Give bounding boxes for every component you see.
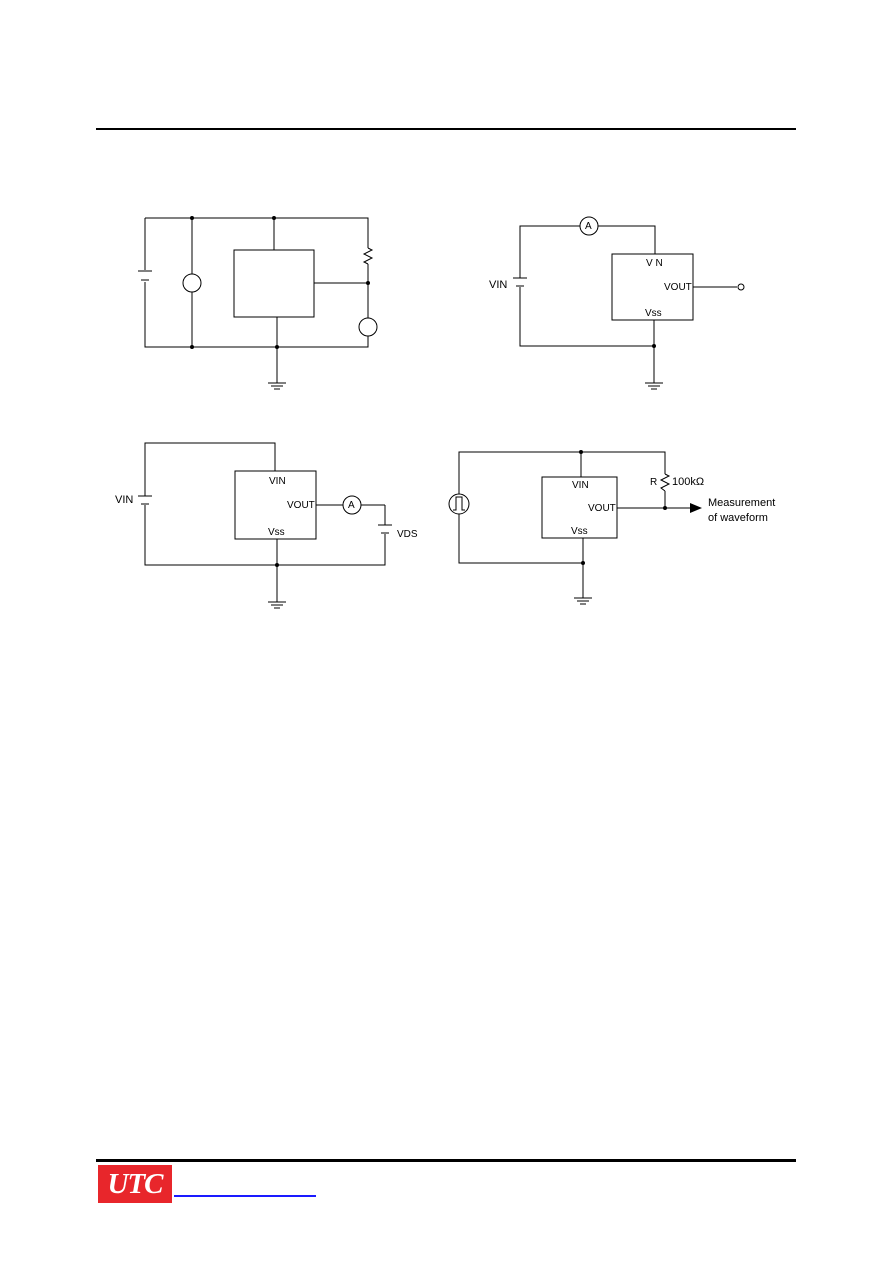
vin-pin-label: VIN xyxy=(269,476,286,487)
resistor-value-label: 100kΩ xyxy=(672,476,704,488)
resistor-name-label: R xyxy=(650,477,657,488)
vin-label: VIN xyxy=(489,279,507,291)
ammeter-label: A xyxy=(348,500,355,511)
test-circuit-4 xyxy=(448,451,690,605)
test-circuit-1 xyxy=(138,217,378,390)
device-under-test-2 xyxy=(611,253,694,321)
test-circuit-3 xyxy=(138,442,392,609)
vss-pin-label: Vss xyxy=(645,308,662,319)
meter-icon xyxy=(358,317,378,337)
ammeter-label: A xyxy=(585,221,592,232)
vin-pin-label: VIN xyxy=(572,480,589,491)
logo-text: UTC xyxy=(107,1167,164,1200)
measurement-label: Measurement xyxy=(708,497,775,509)
resistor-icon xyxy=(362,247,374,265)
pulse-generator-icon xyxy=(448,493,470,515)
measurement-arrow-icon xyxy=(690,503,702,513)
device-under-test-1 xyxy=(233,249,315,318)
vds-label: VDS xyxy=(397,529,418,540)
vout-pin-label: VOUT xyxy=(588,503,616,514)
ammeter-icon xyxy=(579,216,599,236)
vss-pin-label: Vss xyxy=(571,526,588,537)
test-circuit-2 xyxy=(513,216,745,390)
source-icon xyxy=(182,273,202,293)
footer-rule xyxy=(96,1159,796,1162)
vout-pin-label: VOUT xyxy=(664,282,692,293)
junction-dots xyxy=(190,216,667,567)
device-under-test-3 xyxy=(234,470,317,540)
website-link[interactable] xyxy=(174,1195,316,1197)
output-terminal-icon xyxy=(737,283,745,291)
vin-label: VIN xyxy=(115,494,133,506)
resistor-icon xyxy=(659,473,671,492)
device-under-test-4 xyxy=(541,476,618,539)
vss-pin-label: Vss xyxy=(268,527,285,538)
vin-pin-label: V N xyxy=(646,258,663,269)
measurement-label-line2: of waveform xyxy=(708,512,768,524)
header-rule xyxy=(96,128,796,130)
ammeter-icon xyxy=(342,495,362,515)
utc-logo: UTC xyxy=(98,1162,172,1206)
vout-pin-label: VOUT xyxy=(287,500,315,511)
